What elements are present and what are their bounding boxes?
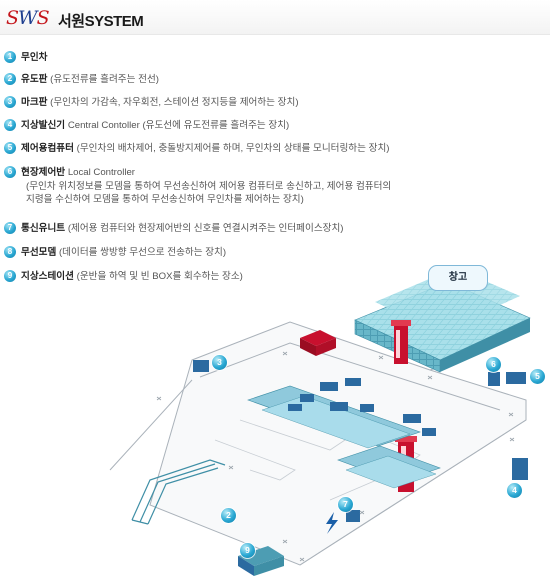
number-badge: 7	[4, 222, 16, 235]
header: SWS 서원SYSTEM	[0, 0, 550, 35]
legend-desc: Central Contoller (유도선에 유도전류를 흘려주는 장치)	[67, 120, 290, 131]
callout-badge[interactable]: 4	[507, 483, 522, 498]
agv-vehicle	[300, 330, 336, 356]
legend-term: 무선모뎀	[21, 247, 57, 258]
number-badge: 2	[4, 73, 16, 86]
legend-term: 통신유니트	[21, 223, 66, 234]
brand-name: 서원SYSTEM	[58, 13, 144, 30]
legend-desc: (무인차의 배차제어, 충돌방지제어를 하며, 무인차의 상태를 모니터링하는 …	[76, 143, 390, 154]
callout-badge[interactable]: 2	[221, 508, 236, 523]
company-logo[interactable]: SWS	[6, 7, 50, 29]
number-badge: 3	[4, 96, 16, 109]
callout-badge[interactable]: 6	[486, 357, 501, 372]
legend-item: 5 제어용컴퓨터 (무인차의 배차제어, 충돌방지제어를 하며, 무인차의 상태를…	[4, 140, 390, 155]
legend-item: 3 마크판 (무인차의 가감속, 자우회전, 스테이션 정지등을 제어하는 장치)	[4, 94, 299, 109]
ramp-structure	[131, 459, 226, 525]
number-badge: 8	[4, 246, 16, 259]
legend-term: 현장제어반	[21, 167, 66, 178]
wireless-signal-icon	[326, 512, 338, 534]
legend-item: 4 지상발신기 Central Contoller (유도선에 유도전류를 흘려주…	[4, 117, 290, 132]
legend-detail-line: (무인차 위치정보를 모뎀을 통하여 무선송신하여 제어용 컴퓨터로 송신하고,…	[26, 181, 392, 192]
number-badge: 1	[4, 51, 16, 64]
legend-desc: Local Controller	[67, 167, 136, 178]
callout-badge[interactable]: 5	[530, 369, 545, 384]
callout-badge[interactable]: 3	[212, 355, 227, 370]
legend-item: 1 무인차	[4, 49, 48, 64]
legend-term: 제어용컴퓨터	[21, 143, 74, 154]
floor-marks	[156, 351, 515, 562]
legend-item: 6 현장제어반 Local Controller	[4, 164, 136, 179]
number-badge: 6	[4, 166, 16, 179]
legend-term: 지상발신기	[21, 120, 66, 131]
legend-detail-line: 지령을 수신하여 모뎀을 통하여 무선송신하여 무인차를 제어하는 장치)	[26, 194, 304, 205]
legend-item: 7 통신유니트 (제어용 컴퓨터와 현장제어반의 신호를 연결시켜주는 인터페이스…	[4, 220, 344, 235]
number-badge: 9	[4, 270, 16, 283]
legend-item: 2 유도판 (유도전류를 흘려주는 전선)	[4, 71, 159, 86]
legend-desc: (유도전류를 흘려주는 전선)	[50, 74, 159, 85]
warehouse-label: 창고	[428, 265, 488, 291]
legend-item: 8 무선모뎀 (데이터를 쌍방향 무선으로 전송하는 장치)	[4, 244, 227, 259]
number-badge: 5	[4, 142, 16, 155]
legend-desc: (제어용 컴퓨터와 현장제어반의 신호를 연결시켜주는 인터페이스장치)	[67, 223, 344, 234]
legend-term: 지상스테이션	[21, 271, 74, 282]
legend-item: 9 지상스테이션 (운반을 하역 및 빈 BOX를 회수하는 장소)	[4, 268, 243, 283]
callout-badge[interactable]: 9	[240, 543, 255, 558]
legend-term: 마크판	[21, 97, 48, 108]
equipment-units	[193, 360, 528, 522]
legend-desc: (무인차의 가감속, 자우회전, 스테이션 정지등을 제어하는 장치)	[50, 97, 299, 108]
legend-term: 유도판	[21, 74, 48, 85]
callout-badge[interactable]: 7	[338, 497, 353, 512]
number-badge: 4	[4, 119, 16, 132]
legend-desc: (운반을 하역 및 빈 BOX를 회수하는 장소)	[76, 271, 243, 282]
ground-station	[238, 546, 284, 576]
legend-term: 무인차	[21, 52, 48, 63]
stacker-crane	[391, 320, 411, 364]
legend-desc: (데이터를 쌍방향 무선으로 전송하는 장치)	[58, 247, 227, 258]
